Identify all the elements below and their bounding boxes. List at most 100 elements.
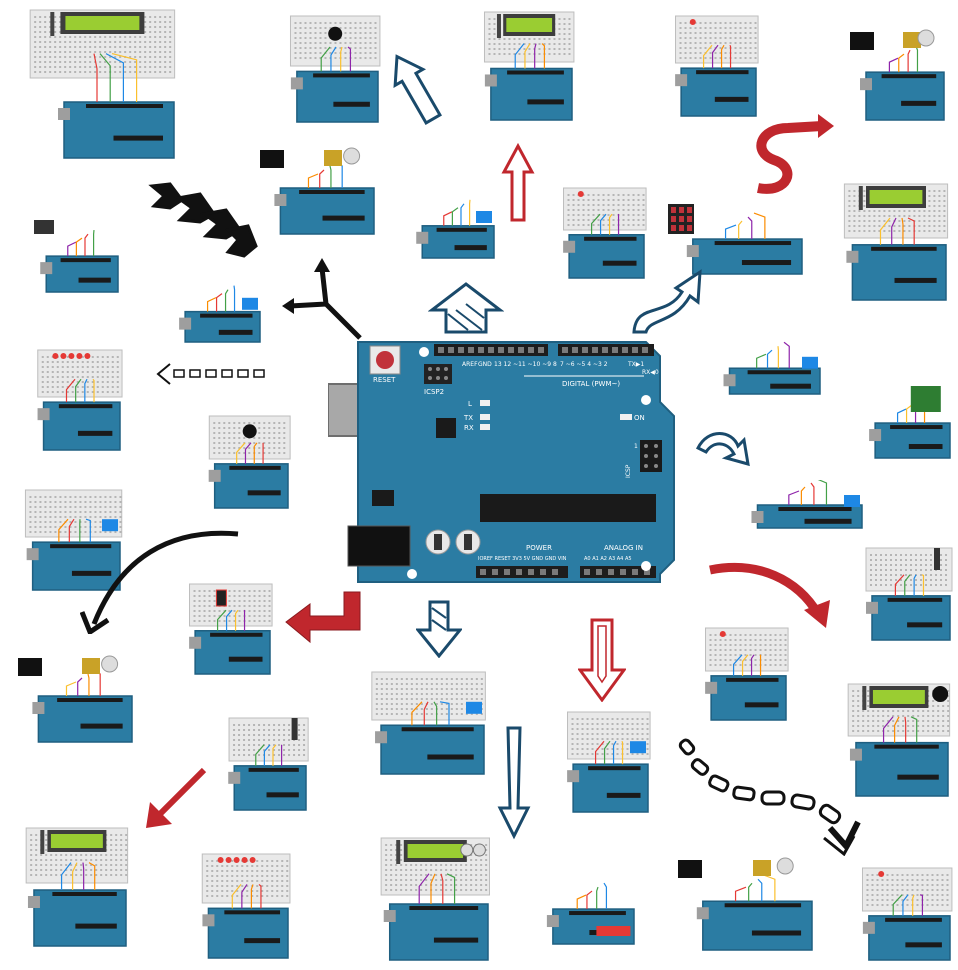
motor — [101, 655, 119, 673]
chip — [901, 100, 937, 106]
project-thumbnail-lcd — [25, 827, 129, 947]
chip — [333, 101, 370, 107]
wire — [576, 894, 587, 910]
breadboard — [675, 15, 759, 64]
wire — [87, 673, 90, 696]
wire — [84, 378, 88, 403]
chip — [427, 754, 474, 760]
potentiometer — [291, 718, 298, 740]
wire — [255, 744, 265, 766]
usb-port — [27, 896, 40, 908]
arduino-board — [490, 67, 573, 121]
project-thumbnail-bluetooth — [371, 671, 486, 775]
wire — [810, 482, 815, 505]
breadboard-holes — [571, 718, 649, 755]
arduino-board — [388, 903, 489, 961]
chip — [433, 937, 479, 943]
breadboard-holes — [679, 22, 757, 59]
red-sweep-arrow — [709, 562, 830, 628]
chip — [907, 622, 943, 628]
pin-header — [52, 892, 117, 896]
wire — [905, 404, 913, 424]
black-fork-arrow — [282, 258, 362, 340]
project-thumbnail-matrix — [869, 386, 951, 459]
wire — [72, 862, 78, 890]
usb-port — [696, 907, 709, 920]
usb-port — [179, 317, 192, 330]
usb-port — [862, 921, 875, 934]
pin-header — [874, 744, 939, 749]
usb-port — [290, 77, 303, 90]
led — [878, 871, 885, 877]
power-label: POWER — [526, 544, 552, 552]
chip — [770, 383, 811, 389]
pin-1-label: 1 — [634, 443, 638, 450]
wire — [93, 53, 98, 102]
pin-header — [747, 370, 811, 375]
chip — [113, 135, 163, 141]
pin-header — [57, 698, 123, 702]
pin-header — [887, 597, 943, 602]
wire — [612, 740, 617, 765]
breadboard-holes — [866, 874, 949, 906]
usb-port — [375, 731, 388, 744]
wire — [82, 862, 85, 890]
potentiometer — [50, 12, 55, 36]
wire — [907, 217, 915, 245]
navy-long-down-arrow — [497, 726, 531, 840]
pin-header — [409, 906, 479, 910]
potentiometer — [396, 840, 401, 864]
ultrasonic-right — [472, 843, 486, 857]
arduino-board — [233, 765, 307, 811]
wire — [418, 873, 430, 904]
usb-port — [723, 374, 736, 387]
arduino-board — [380, 724, 485, 775]
voltage-regulator — [372, 490, 394, 506]
wire — [912, 894, 915, 916]
wire — [330, 46, 337, 72]
wire — [65, 681, 77, 696]
navy-turn-arrow — [393, 54, 442, 125]
lcd-screen — [65, 16, 140, 30]
joystick — [932, 686, 949, 702]
wire — [732, 654, 743, 676]
wire — [67, 241, 77, 257]
chip — [908, 444, 943, 450]
wire — [734, 886, 747, 902]
project-thumbnail-relay — [24, 489, 123, 591]
arduino-board — [31, 541, 121, 591]
black-sweep-arrow — [80, 530, 239, 634]
project-thumbnail-sensor — [567, 711, 651, 813]
project-thumbnail-pot — [228, 717, 309, 811]
icsp-label: ICSP — [625, 464, 632, 478]
project-thumbnail-led — [705, 627, 789, 721]
project-thumbnail-motor-driver — [850, 29, 945, 121]
lcd-screen — [50, 834, 103, 848]
chip — [71, 570, 112, 576]
motor — [917, 29, 935, 47]
wire — [590, 213, 601, 235]
led — [84, 353, 91, 359]
wire — [888, 57, 899, 73]
led — [233, 857, 240, 863]
wire — [92, 378, 95, 403]
wire — [711, 44, 719, 69]
wire — [524, 43, 531, 69]
wire — [756, 353, 767, 369]
led — [241, 857, 248, 863]
project-thumbnail-flame — [546, 882, 635, 945]
breadboard — [563, 187, 647, 231]
arduino-board — [33, 889, 127, 947]
wire — [915, 45, 919, 73]
motor — [776, 857, 794, 875]
wire — [75, 237, 83, 257]
lcd-screen — [869, 190, 923, 204]
digital-numbers-right: 7 ~6 ~5 4 ~3 2 — [560, 361, 608, 368]
project-thumbnail-led — [563, 187, 647, 279]
project-thumbnail-lcd-dht — [843, 183, 949, 301]
arduino-board — [572, 763, 649, 813]
project-thumbnail-stepper — [678, 857, 813, 951]
chip — [905, 942, 942, 948]
chip — [744, 702, 779, 708]
